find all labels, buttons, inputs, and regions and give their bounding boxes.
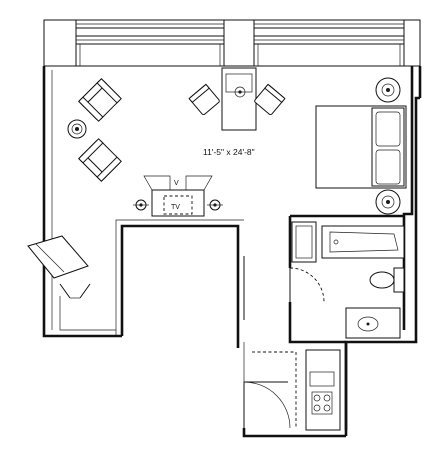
side-table-lamp bbox=[67, 119, 87, 139]
column-right bbox=[403, 19, 421, 67]
desk-chair-right bbox=[254, 83, 286, 116]
bath-shelf bbox=[291, 221, 317, 263]
entry-clearance bbox=[252, 351, 297, 428]
closet-door bbox=[27, 235, 91, 299]
kitchenette bbox=[305, 349, 341, 431]
tv-mark: V bbox=[174, 180, 179, 187]
column-center bbox=[223, 19, 255, 67]
tv-label: TV bbox=[171, 204, 180, 211]
armchair-lower bbox=[78, 138, 122, 182]
lamp-right bbox=[207, 199, 223, 211]
vanity-sink bbox=[345, 307, 401, 339]
toilet bbox=[369, 267, 405, 293]
tv-cabinet: TV V bbox=[143, 175, 213, 217]
entry-door bbox=[243, 381, 291, 429]
room-dimensions-label: 11'-5" x 24'-8" bbox=[203, 147, 255, 157]
desk-chair-left bbox=[188, 83, 220, 116]
interior-walls bbox=[56, 214, 404, 438]
lamp-left bbox=[133, 199, 149, 211]
window-band bbox=[76, 44, 404, 67]
bathtub bbox=[321, 225, 405, 259]
nightstand-bottom bbox=[375, 189, 401, 215]
nightstand-top bbox=[375, 77, 401, 103]
armchair-upper bbox=[78, 78, 122, 122]
column-left bbox=[43, 19, 77, 67]
bathroom-door bbox=[289, 267, 325, 303]
bed bbox=[315, 105, 407, 189]
desk bbox=[221, 67, 257, 131]
